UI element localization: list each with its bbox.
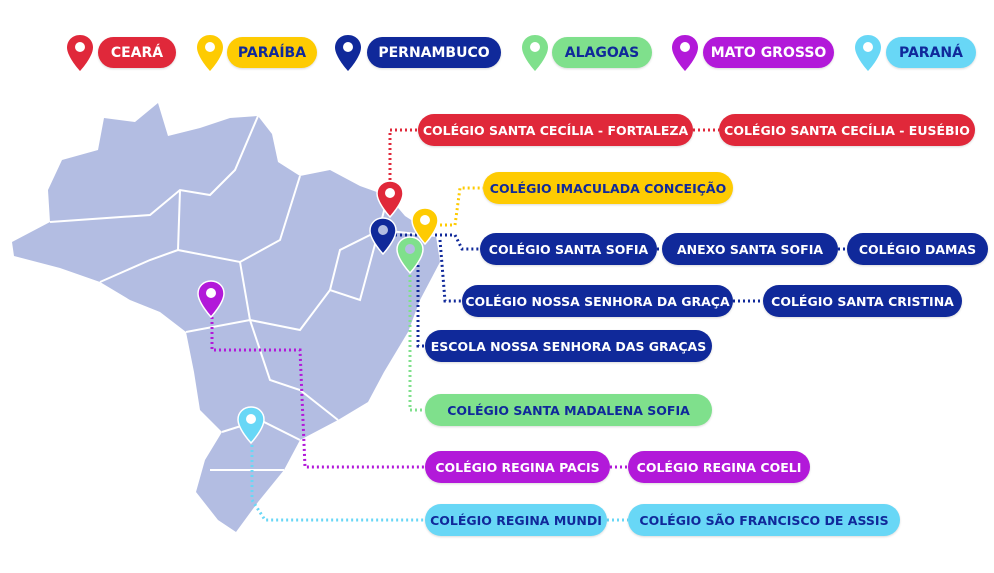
school-imaculada-conceicao[interactable]: COLÉGIO IMACULADA CONCEIÇÃO [483,172,733,204]
school-sao-francisco-assis[interactable]: COLÉGIO SÃO FRANCISCO DE ASSIS [628,504,900,536]
pernambuco-map-pin-icon[interactable] [369,217,397,255]
school-santa-madalena-sofia[interactable]: COLÉGIO SANTA MADALENA SOFIA [425,394,712,426]
brazil-outline [12,103,440,532]
legend-alagoas[interactable]: ALAGOAS [552,37,652,68]
ceara-legend-pin-icon [67,35,93,71]
school-santa-sofia[interactable]: COLÉGIO SANTA SOFIA [480,233,657,265]
parana-legend-pin-icon [855,35,881,71]
parana-map-pin-icon[interactable] [237,406,265,444]
school-santa-cecilia-eusebio[interactable]: COLÉGIO SANTA CECÍLIA - EUSÉBIO [719,114,975,146]
pernambuco-legend-pin-icon [335,35,361,71]
legend-mato-grosso[interactable]: MATO GROSSO [703,37,834,68]
school-santa-cecilia-fortaleza[interactable]: COLÉGIO SANTA CECÍLIA - FORTALEZA [418,114,693,146]
school-anexo-santa-sofia[interactable]: ANEXO SANTA SOFIA [662,233,838,265]
mato-grosso-legend-pin-icon [672,35,698,71]
school-damas[interactable]: COLÉGIO DAMAS [847,233,988,265]
alagoas-legend-pin-icon [522,35,548,71]
school-nossa-senhora-graca[interactable]: COLÉGIO NOSSA SENHORA DA GRAÇA [462,285,733,317]
school-regina-coeli[interactable]: COLÉGIO REGINA COELI [628,451,810,483]
parana-connector [250,440,628,522]
pernambuco-connector [390,233,847,348]
alagoas-map-pin-icon[interactable] [396,236,424,274]
school-santa-cristina[interactable]: COLÉGIO SANTA CRISTINA [763,285,962,317]
legend-pernambuco[interactable]: PERNAMBUCO [367,37,501,68]
state-borders [49,115,437,471]
paraiba-legend-pin-icon [197,35,223,71]
school-regina-pacis[interactable]: COLÉGIO REGINA PACIS [425,451,610,483]
mato-grosso-map-pin-icon[interactable] [197,280,225,318]
paraiba-map-pin-icon[interactable] [411,207,439,245]
school-escola-nossa-senhora-gracas[interactable]: ESCOLA NOSSA SENHORA DAS GRAÇAS [425,330,712,362]
legend-paraiba[interactable]: PARAÍBA [227,37,317,68]
legend-ceara[interactable]: CEARÁ [98,37,176,68]
legend-parana[interactable]: PARANÁ [886,37,976,68]
mato-grosso-connector [210,312,628,469]
ceara-map-pin-icon[interactable] [376,180,404,218]
ceara-connector [388,128,719,190]
school-regina-mundi[interactable]: COLÉGIO REGINA MUNDI [425,504,607,536]
alagoas-connector [408,265,425,412]
